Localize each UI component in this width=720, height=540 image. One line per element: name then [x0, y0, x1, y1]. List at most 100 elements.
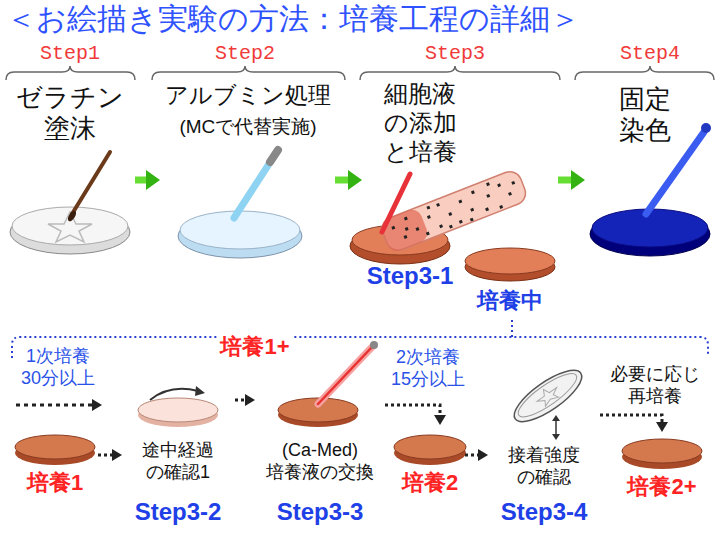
gelatin-star: [534, 383, 562, 409]
flow-arrow: [235, 394, 255, 406]
culture-dish-top: [15, 435, 95, 459]
text-slot: Step3-4: [501, 498, 588, 526]
text-slot: 接着強度 の確認: [508, 445, 580, 488]
culture-stage-label: 培養2: [402, 470, 458, 495]
diagram-title: ＜お絵描き実験の方法：培養工程の詳細＞: [6, 2, 580, 37]
text-slot: 培養中: [477, 288, 543, 313]
substep-description: (Ca-Med) 培養液の交換: [262, 440, 377, 483]
substep-node: 途中経過 の確認1Step3-2: [122, 385, 235, 535]
text-slot: Step1: [40, 42, 100, 65]
culture-stage-label: 培養1+: [217, 334, 292, 359]
step-heading: Step4: [620, 42, 680, 65]
pipette: [382, 174, 410, 232]
arrow-head: [245, 394, 255, 406]
state-label: 培養中: [477, 288, 543, 313]
step-brace: [575, 66, 714, 80]
text-slot: 途中経過 の確認1: [142, 440, 214, 483]
text-slot: アルブミン処理: [165, 82, 331, 108]
step-column: Step1 ゼラチン 塗沫: [6, 40, 135, 262]
brush: [72, 152, 110, 214]
tube-body: [379, 168, 529, 254]
arrow-head: [571, 170, 585, 190]
text-slot: ＜お絵描き実験の方法：培養工程の詳細＞: [6, 2, 580, 37]
process-arrow: [16, 404, 92, 407]
text-slot: ゼラチン 塗沫: [16, 82, 124, 144]
text-slot: Step2: [215, 42, 275, 65]
arrow-head: [478, 449, 488, 461]
pipette-medium: [318, 347, 372, 404]
step-heading: Step1: [40, 42, 100, 65]
culture-dish-top: [394, 435, 466, 459]
detail-bracket: [511, 320, 513, 337]
text-slot: 1次培養 30分以上: [21, 346, 95, 389]
culture-dish-top: [465, 248, 555, 274]
substep-label: Step3-3: [277, 498, 364, 526]
arrow-head: [146, 170, 160, 190]
cell-tube: [379, 168, 529, 254]
text-slot: 培養1: [27, 470, 83, 495]
pipette-bulb: [701, 123, 711, 133]
step-note: (MCで代替実施): [179, 116, 316, 138]
substep-label: Step3-4: [501, 498, 588, 526]
step-description: ゼラチン 塗沫: [16, 82, 124, 144]
pipette: [234, 150, 278, 218]
tube-liquid: [379, 207, 431, 254]
updown-arrow-head: [552, 415, 560, 421]
text-slot: 培養2: [402, 470, 458, 495]
step-brace: [6, 66, 135, 80]
culture-stage-label: 培養2+: [627, 474, 696, 499]
text-slot: 固定 染色: [619, 84, 671, 146]
flow-arrow: [385, 405, 446, 425]
step-heading: Step2: [215, 42, 275, 65]
text-slot: 必要に応じ 再培養: [607, 364, 703, 407]
text-slot: 細胞液 の添加 と培養: [384, 80, 457, 166]
tilted-dish-body: [507, 362, 589, 431]
text-slot: 2次培養 15分以上: [388, 347, 468, 390]
substep-node: (Ca-Med) 培養液の交換 Step3-3: [255, 385, 385, 535]
cell-dots: [389, 174, 522, 250]
edge-label: 2次培養 15分以上: [388, 347, 468, 390]
process-note: 1次培養 30分以上: [21, 346, 95, 389]
step-heading: Step3: [425, 42, 485, 65]
culture-dish-node: 培養2+: [612, 432, 712, 507]
process-arrow-head: [92, 399, 102, 411]
text-slot: Step3-1: [367, 262, 454, 290]
arrow-shaft: [98, 454, 114, 457]
text-slot: Step3-2: [135, 498, 222, 526]
arrow-shaft: [600, 415, 662, 424]
flow-arrow: [335, 170, 362, 190]
step-brace: [152, 66, 345, 80]
text-slot: Step4: [620, 42, 680, 65]
updown-arrow-head: [552, 434, 560, 440]
substep-node: 接着強度 の確認 Step3-4: [488, 368, 600, 535]
text-slot: 培養2+: [627, 474, 696, 499]
arrow-head: [656, 422, 668, 432]
tilted-dish-rim: [513, 367, 582, 424]
updown-arrow: [555, 420, 557, 435]
step-description: アルブミン処理: [165, 82, 331, 108]
step-column: Step3 細胞液 の添加 と培養 Step3-1 培養中: [362, 40, 558, 318]
step-description: 固定 染色: [619, 84, 671, 146]
stain-dish-top: [592, 209, 708, 247]
step-column: Step2 アルブミン処理 (MCで代替実施): [160, 40, 335, 262]
petri-dish-rim: [12, 207, 128, 245]
arrow-head: [434, 415, 446, 425]
tilted-dish: [507, 362, 589, 431]
arrow-shaft: [465, 454, 480, 457]
step-brace: [360, 66, 560, 80]
culture-dish-top: [622, 439, 702, 463]
turn-arrow: [150, 389, 198, 400]
text-slot: Step3: [425, 42, 485, 65]
text-slot: Step3-3: [277, 498, 364, 526]
edge-label: 必要に応じ 再培養: [607, 364, 703, 407]
culture-stage-label: 培養1: [27, 470, 83, 495]
turn-arrow-head: [195, 386, 205, 396]
flow-arrow: [98, 449, 122, 461]
substep-description: 接着強度 の確認: [508, 445, 580, 488]
flow-arrow: [465, 449, 488, 461]
text-slot: 培養1+: [217, 334, 292, 359]
substep-label: Step3-2: [135, 498, 222, 526]
